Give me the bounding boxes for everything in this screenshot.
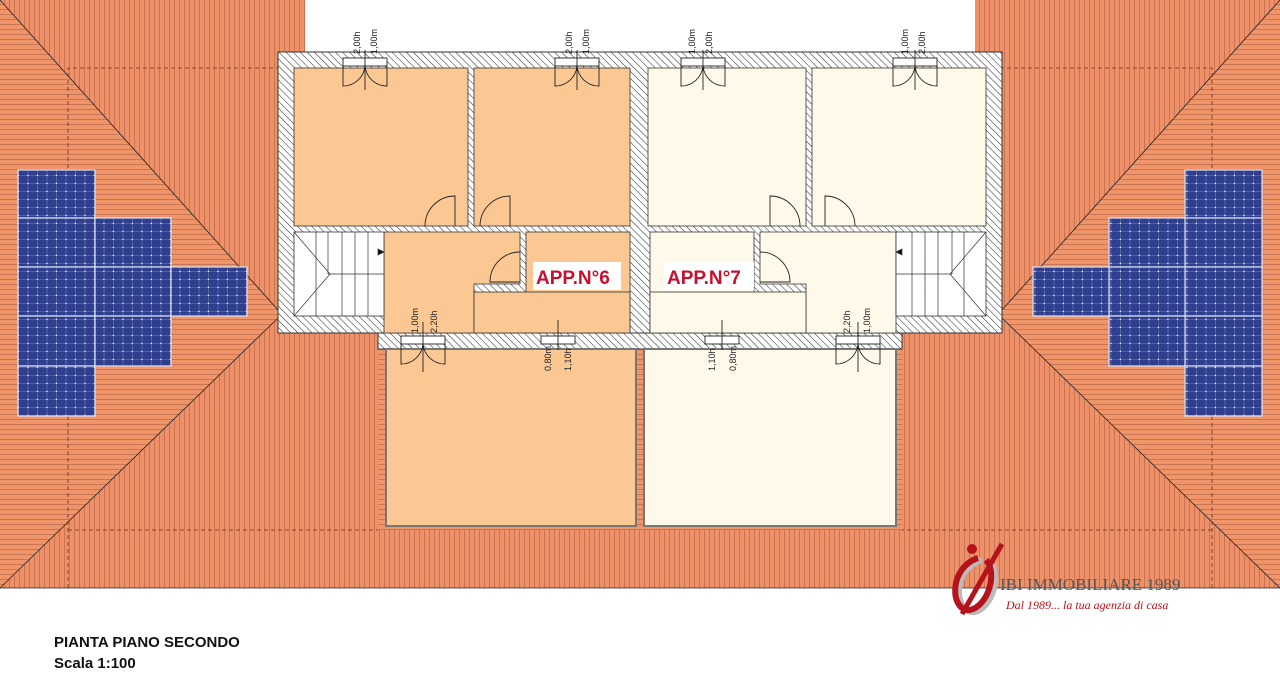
logo-tagline: Dal 1989... la tua agenzia di casa [1005,598,1168,612]
dim-label: 2,00h [704,31,714,54]
dim-label: 1,00m [862,308,872,333]
roof-hip-right-top [975,0,1280,310]
terrace-6 [385,348,637,527]
dim-label: 2,00h [917,31,927,54]
dim-label: 1,00m [900,29,910,54]
dim-label: 2,00h [564,31,574,54]
dim-label: 2,00h [352,31,362,54]
roof-hip-left-bottom [0,318,378,588]
terrace-7 [643,348,897,527]
roof-hip-left-top [0,0,305,310]
hall-6 [383,231,521,334]
room-7b [811,67,987,227]
dim-label: 0,80m [543,346,553,371]
dim-label: 1,00m [369,29,379,54]
dimension-labels: 2,00h 1,00m 2,00h 1,00m 1,00m 2,00h 1,00… [352,29,927,371]
logo-name: IBI IMMOBILIARE 1989 [1000,575,1180,594]
doors [342,50,938,372]
roof-hip-right-bottom [902,318,1280,588]
dim-label: 1,00m [687,29,697,54]
dim-label: 2,20h [429,310,439,333]
solar-panels-right [1032,169,1263,417]
dim-label: 1,10h [563,348,573,371]
room-7a [647,67,807,227]
apartment-7-label: APP.N°7 [667,268,741,289]
plan-scale: Scala 1:100 [54,655,136,672]
dim-label: 1,00m [410,308,420,333]
dim-label: 1,10h [707,348,717,371]
room-6b [473,67,631,227]
plan-title: PIANTA PIANO SECONDO [54,634,240,651]
room-6a [293,67,469,227]
dim-label: 2,20h [842,310,852,333]
roof-front-strip [378,530,902,588]
apartment-6-label: APP.N°6 [536,268,610,289]
stair-steps [293,231,987,317]
dim-label: 0,80m [728,346,738,371]
hall-7 [759,231,897,334]
ibi-logo: IBI IMMOBILIARE 1989 Dal 1989... la tua … [952,542,1180,616]
ibi-logo-mark [952,542,1005,616]
dim-label: 1,00m [581,29,591,54]
solar-panels-left [17,169,248,417]
